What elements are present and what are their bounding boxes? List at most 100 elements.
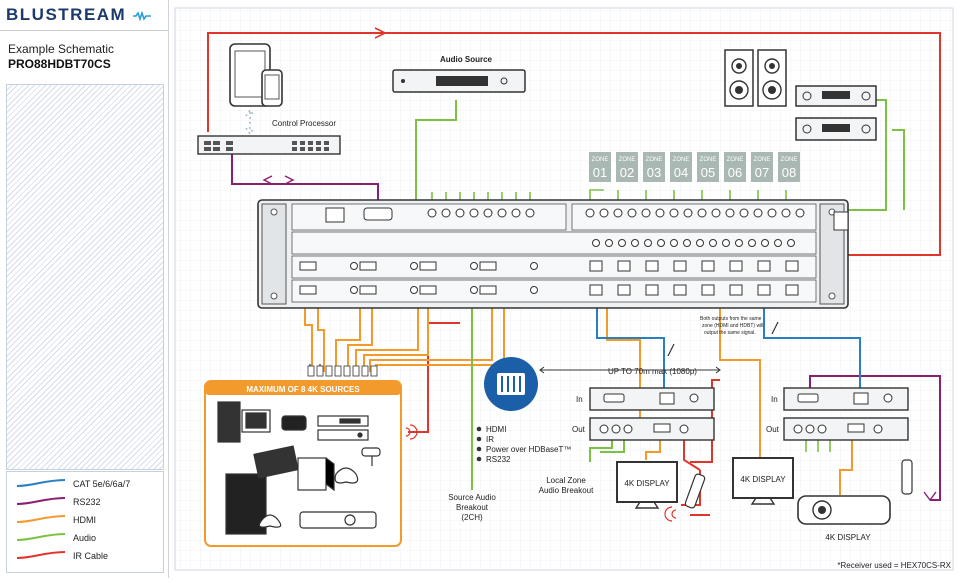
av-receiver-icon [795, 117, 877, 141]
hdmi-plug-icon [343, 365, 351, 377]
zone-number: 04 [674, 165, 688, 180]
ir-port [605, 239, 613, 247]
display-b-icon [732, 457, 794, 505]
zone-number: 07 [755, 165, 769, 180]
audio-out-port [627, 208, 637, 218]
phone-icon [261, 69, 283, 107]
audio-out-port [725, 208, 735, 218]
hdmi-plug-icon [370, 365, 378, 377]
svg-text:Source Audio: Source Audio [448, 493, 496, 502]
set-top-box-icon [317, 429, 369, 441]
svg-text:zone (HDMI and HDBT) will: zone (HDMI and HDBT) will [702, 323, 763, 329]
ir-emitter-2-icon [664, 506, 677, 522]
zone-word: ZONE [592, 157, 609, 163]
cat-cables [596, 298, 861, 390]
ir-port [774, 239, 782, 247]
zone-number: 05 [701, 165, 715, 180]
speaker-left-icon [724, 49, 754, 107]
xbox-console-icon [297, 457, 335, 492]
hdbt-out-port [645, 260, 659, 272]
svg-text:Breakout: Breakout [456, 503, 489, 512]
remote-control-icon [684, 473, 706, 509]
hdbt-out-port [729, 284, 743, 296]
receiver-b-in-label: In [771, 395, 778, 404]
ir-cable-swatch-icon [16, 551, 66, 559]
ir-port [722, 239, 730, 247]
model-title: PRO88HDBT70CS [8, 57, 111, 71]
control-processor-icon [197, 135, 341, 155]
hdmi-in-port [359, 261, 377, 271]
hdmi-in-port [299, 261, 317, 271]
receiver-a [589, 387, 715, 441]
audio-out-port [795, 208, 805, 218]
zone-number: 03 [647, 165, 661, 180]
receiver-b-out-label: Out [766, 425, 780, 434]
audio-out-port [641, 208, 651, 218]
apple-tv-icon [281, 415, 307, 431]
analog-in-port [350, 262, 358, 270]
audio-in-port [525, 208, 535, 218]
hdbt-out-port [785, 284, 799, 296]
hdmi-in-port [479, 261, 497, 271]
hdbt-out-port [673, 284, 687, 296]
audio-in-port [455, 208, 465, 218]
hdbt-out-port [617, 260, 631, 272]
rs232-cables [231, 152, 941, 502]
ir-port [761, 239, 769, 247]
hdmi-plug-icon [307, 365, 315, 377]
receiver-a-in-label: In [576, 395, 583, 404]
both-outputs-note: Both outputs from the same zone (HDMI an… [700, 316, 763, 336]
hdbt-out-port [673, 260, 687, 272]
zone-number: 01 [593, 165, 607, 180]
hdbt-out-port [701, 284, 715, 296]
hdbt-out-port [757, 284, 771, 296]
blu-ray-player-icon [317, 415, 369, 427]
receiver-a-out-label: Out [572, 425, 586, 434]
audio-out-port [613, 208, 623, 218]
analog-in-port [410, 286, 418, 294]
hdmi-plug-icon [352, 365, 360, 377]
audio-out-port [669, 208, 679, 218]
hdbt-out-port [645, 284, 659, 296]
audio-source-label: Audio Source [440, 55, 493, 64]
hdbt-out-port [589, 284, 603, 296]
local-zone-label: Local Zone Audio Breakout [539, 476, 594, 495]
source-hdmi-connectors [307, 365, 378, 377]
audio-out-port [711, 208, 721, 218]
audio-out-port [599, 208, 609, 218]
speaker-right-icon [757, 49, 787, 107]
audio-out-port [683, 208, 693, 218]
hdbt-out-port [589, 260, 603, 272]
zone-number: 02 [620, 165, 634, 180]
hdbt-out-port [757, 260, 771, 272]
display-c-label: 4K DISPLAY [825, 533, 871, 542]
distance-arrow [539, 366, 721, 374]
rs232-cable-swatch-icon [16, 497, 66, 505]
audio-out-port [655, 208, 665, 218]
audio-in-port [497, 208, 507, 218]
hdbt-out-port [785, 260, 799, 272]
audio-out-port [781, 208, 791, 218]
source-devices [217, 364, 381, 535]
svg-text:Both outputs from the same: Both outputs from the same [700, 316, 762, 322]
zone-label-1: ZONE 01 [589, 152, 611, 182]
cat-cable-swatch-icon [16, 479, 66, 487]
audio-out-port [739, 208, 749, 218]
hdbt-out-port [617, 284, 631, 296]
hdmi-plug-icon [334, 365, 342, 377]
header-divider [0, 30, 168, 31]
ir-port [683, 239, 691, 247]
max-sources-label: MAXIMUM OF 8 4K SOURCES [246, 385, 360, 394]
display-b-label: 4K DISPLAY [740, 475, 786, 484]
hdmi-plug-icon [316, 365, 324, 377]
audio-out-port [753, 208, 763, 218]
matrix-ports [299, 208, 805, 296]
zone-word: ZONE [727, 157, 744, 163]
ir-port [618, 239, 626, 247]
ir-port [592, 239, 600, 247]
ir-emitter-icon [405, 424, 418, 440]
hdbaset-features-list: HDMI IR Power over HDBaseT™ RS232 [476, 425, 571, 464]
